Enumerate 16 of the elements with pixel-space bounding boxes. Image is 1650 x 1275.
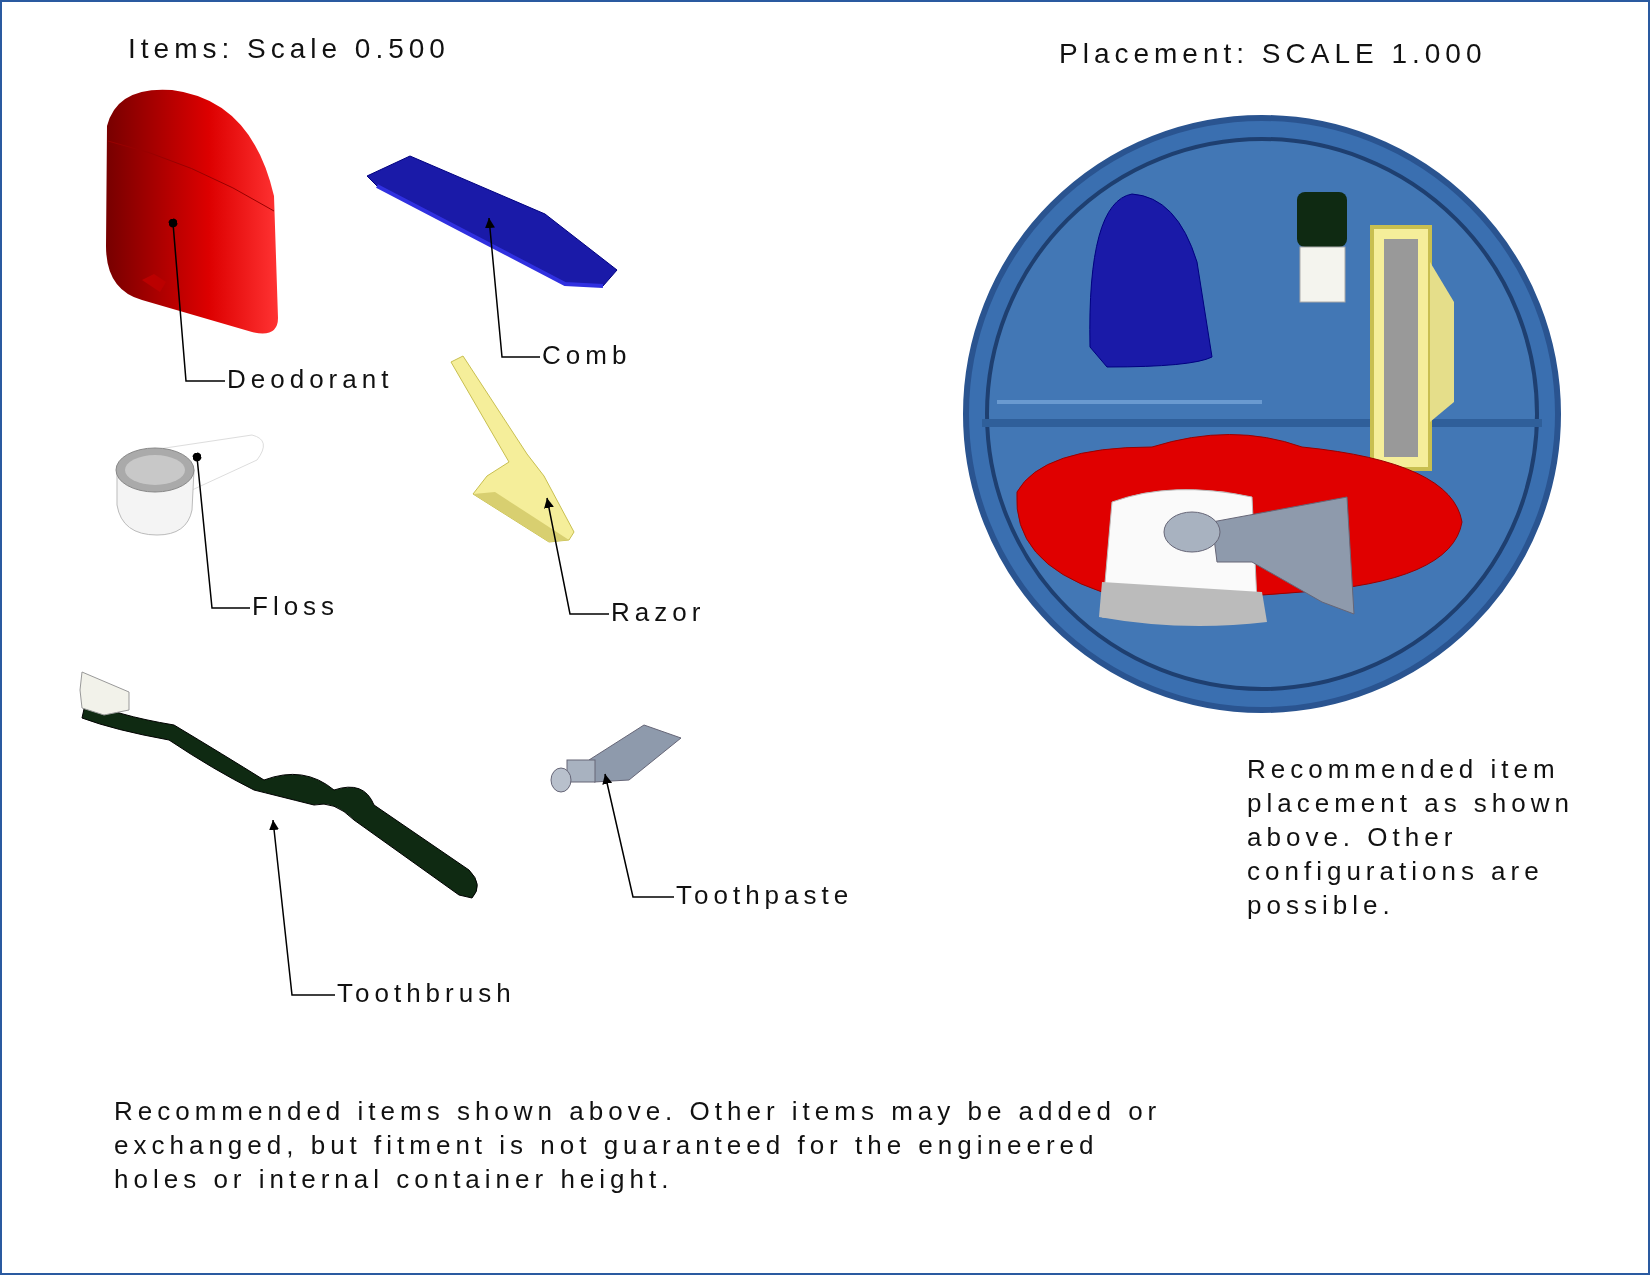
- leader-line: [192, 452, 251, 609]
- leader-line: [544, 497, 610, 615]
- leader-line: [269, 819, 336, 996]
- leader-line: [168, 218, 226, 382]
- part-label: Comb: [542, 338, 632, 372]
- part-label: Toothbrush: [337, 976, 516, 1010]
- leader-line: [484, 217, 541, 358]
- scale-note: Placement: SCALE 1.000: [1059, 37, 1487, 71]
- part-label: Razor: [611, 595, 706, 629]
- note-text: Recommended items shown above. Other items may be added or exchanged, but fitment is not guaranteed for the engineered holes or internal container height.: [114, 1095, 1163, 1196]
- scale-note: Items: Scale 0.500: [128, 32, 450, 66]
- part-label: Deodorant: [227, 362, 394, 396]
- placement-note: Recommended item placement as shown above. Other configurations are possible.: [1247, 753, 1576, 922]
- part-label: Floss: [252, 589, 340, 623]
- leader-line: [602, 773, 675, 898]
- part-label: Toothpaste: [676, 878, 854, 912]
